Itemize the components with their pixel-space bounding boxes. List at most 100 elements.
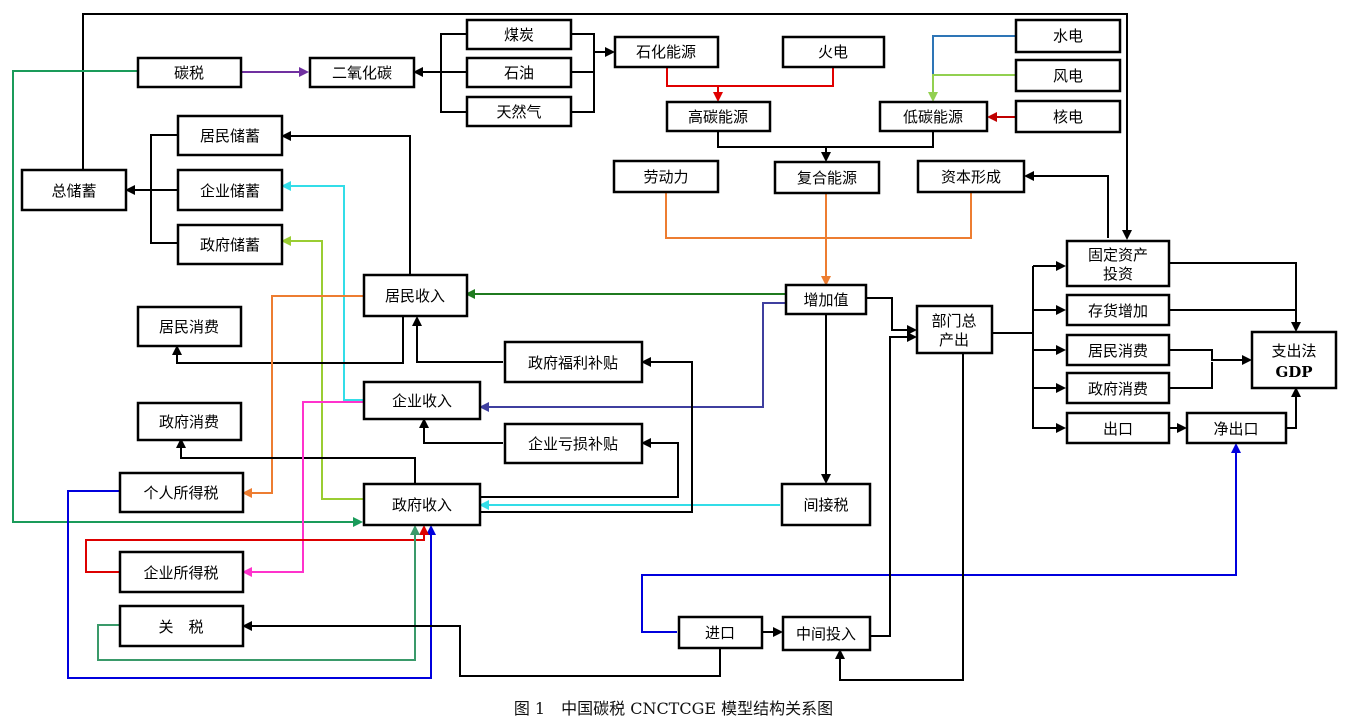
- node-oil: 石油: [465, 56, 573, 89]
- label-inventory-increase: 存货增加: [1088, 302, 1148, 320]
- label-resident-savings: 居民储蓄: [200, 127, 260, 145]
- node-natural-gas: 天然气: [465, 95, 573, 128]
- label-personal-income-tax: 个人所得税: [143, 484, 218, 502]
- edge-va-to-enterprise-income: [479, 302, 785, 412]
- node-government-consumption-right: 政府消费: [1065, 371, 1171, 405]
- node-corporate-income-tax: 企业所得税: [118, 550, 245, 594]
- node-hydro-power: 水电: [1014, 18, 1122, 54]
- node-inventory-increase: 存货增加: [1065, 293, 1171, 327]
- edge-demand-export: [1032, 266, 1066, 433]
- label-government-savings: 政府储蓄: [200, 236, 260, 254]
- node-total-savings: 总储蓄: [20, 168, 128, 212]
- edge-gov-to-welfare: [481, 357, 693, 513]
- node-expenditure-gdp: 支出法 GDP: [1250, 330, 1338, 390]
- node-co2: 二氧化碳: [308, 56, 416, 89]
- edge-enterprise-to-corporate-tax: [242, 401, 364, 577]
- label-oil: 石油: [504, 64, 534, 82]
- edge-carbon-tax-to-gov-income: [12, 70, 363, 527]
- node-tariff: 关 税: [118, 604, 245, 648]
- label-value-added: 增加值: [803, 291, 848, 309]
- edge-savings-to-investment: [82, 13, 1132, 240]
- label-enterprise-income: 企业收入: [392, 392, 452, 410]
- label-high-carbon-energy: 高碳能源: [688, 108, 748, 126]
- node-indirect-tax: 间接税: [780, 482, 872, 527]
- node-enterprise-savings: 企业储蓄: [176, 168, 284, 212]
- node-resident-consumption-right: 居民消费: [1065, 333, 1171, 367]
- label-exports: 出口: [1103, 420, 1133, 438]
- label-fixed-asset-investment-line1: 固定资产: [1088, 246, 1148, 264]
- node-personal-income-tax: 个人所得税: [118, 471, 245, 514]
- label-coal: 煤炭: [504, 26, 534, 44]
- edge-gov-income-to-savings: [281, 236, 364, 500]
- edge-va-to-output: [867, 297, 917, 335]
- nodes: 碳税 二氧化碳 煤炭 石油 天然气 石化能源 火电 水电 风电 核电 高碳能源 …: [20, 18, 1338, 652]
- edge-welfare-to-resident: [412, 316, 503, 363]
- label-expenditure-gdp-line2: GDP: [1275, 363, 1312, 381]
- node-coal: 煤炭: [465, 18, 573, 51]
- edge-wind-to-lowcarbon: [928, 74, 1016, 102]
- node-intermediate-input: 中间投入: [781, 615, 872, 652]
- edge-fuels-to-fossil: [571, 33, 613, 113]
- node-exports: 出口: [1065, 411, 1171, 445]
- figure-caption: 图 1 中国碳税 CNCTCGE 模型结构关系图: [513, 699, 834, 718]
- edge-import-to-tariff: [242, 621, 721, 677]
- label-government-consumption-right: 政府消费: [1088, 380, 1148, 398]
- label-expenditure-gdp-line1: 支出法: [1271, 342, 1316, 360]
- label-nuclear-power: 核电: [1053, 108, 1083, 126]
- node-gov-welfare-subsidy: 政府福利补贴: [503, 340, 644, 384]
- label-natural-gas: 天然气: [496, 103, 541, 121]
- node-labor: 劳动力: [612, 159, 720, 194]
- edge-loss-subsidy-to-enterprise: [419, 418, 503, 444]
- label-capital-formation: 资本形成: [941, 168, 1001, 186]
- edge-hydro-to-lowcarbon: [932, 35, 1016, 86]
- label-tariff: 关 税: [158, 618, 203, 636]
- node-enterprise-income: 企业收入: [362, 380, 482, 421]
- edge-gov-to-gdp: [1170, 362, 1213, 389]
- node-imports: 进口: [677, 615, 764, 650]
- label-thermal-power: 火电: [818, 43, 848, 61]
- edge-import-to-net-exports: [641, 443, 1241, 633]
- label-indirect-tax: 间接税: [803, 496, 848, 514]
- label-fossil-energy: 石化能源: [636, 43, 696, 61]
- connectors: [12, 13, 1301, 681]
- label-fixed-asset-investment-line2: 投资: [1103, 265, 1133, 283]
- label-resident-consumption-right: 居民消费: [1088, 342, 1148, 360]
- node-nuclear-power: 核电: [1014, 99, 1122, 134]
- label-co2: 二氧化碳: [332, 64, 392, 82]
- node-resident-savings: 居民储蓄: [176, 114, 284, 157]
- node-fossil-energy: 石化能源: [613, 35, 720, 69]
- label-low-carbon-energy: 低碳能源: [903, 108, 963, 126]
- edge-resident-to-personal-tax: [242, 295, 363, 498]
- label-corporate-income-tax: 企业所得税: [143, 564, 218, 582]
- edge-resident-to-gdp: [1170, 349, 1252, 365]
- node-low-carbon-energy: 低碳能源: [878, 100, 989, 133]
- label-government-consumption-left: 政府消费: [159, 413, 219, 431]
- label-total-savings: 总储蓄: [51, 182, 96, 200]
- edge-corporate-tax-to-gov: [85, 525, 429, 573]
- label-labor: 劳动力: [643, 168, 688, 186]
- node-value-added: 增加值: [784, 283, 868, 316]
- label-sector-output-line1: 部门总: [931, 312, 976, 330]
- edge-intermediate-to-output: [871, 332, 917, 637]
- edge-gov-income-to-consumption: [176, 438, 416, 484]
- node-composite-energy: 复合能源: [773, 160, 881, 195]
- node-high-carbon-energy: 高碳能源: [665, 100, 772, 133]
- node-resident-income: 居民收入: [362, 273, 469, 318]
- label-net-exports: 净出口: [1213, 420, 1258, 438]
- label-government-income: 政府收入: [392, 496, 452, 514]
- node-thermal-power: 火电: [781, 35, 886, 69]
- edge-gov-to-loss-subsidy: [481, 438, 679, 498]
- edge-factors-to-value-added: [665, 193, 972, 284]
- label-carbon-tax: 碳税: [174, 64, 204, 82]
- edge-resident-income-to-savings: [281, 131, 411, 275]
- label-wind-power: 风电: [1053, 67, 1083, 85]
- label-gov-welfare-subsidy: 政府福利补贴: [528, 354, 618, 372]
- node-capital-formation: 资本形成: [916, 159, 1026, 194]
- node-net-exports: 净出口: [1185, 411, 1288, 445]
- node-enterprise-loss-subsidy: 企业亏损补贴: [503, 422, 644, 465]
- node-government-income: 政府收入: [362, 482, 482, 527]
- label-intermediate-input: 中间投入: [796, 625, 856, 643]
- label-imports: 进口: [705, 624, 735, 642]
